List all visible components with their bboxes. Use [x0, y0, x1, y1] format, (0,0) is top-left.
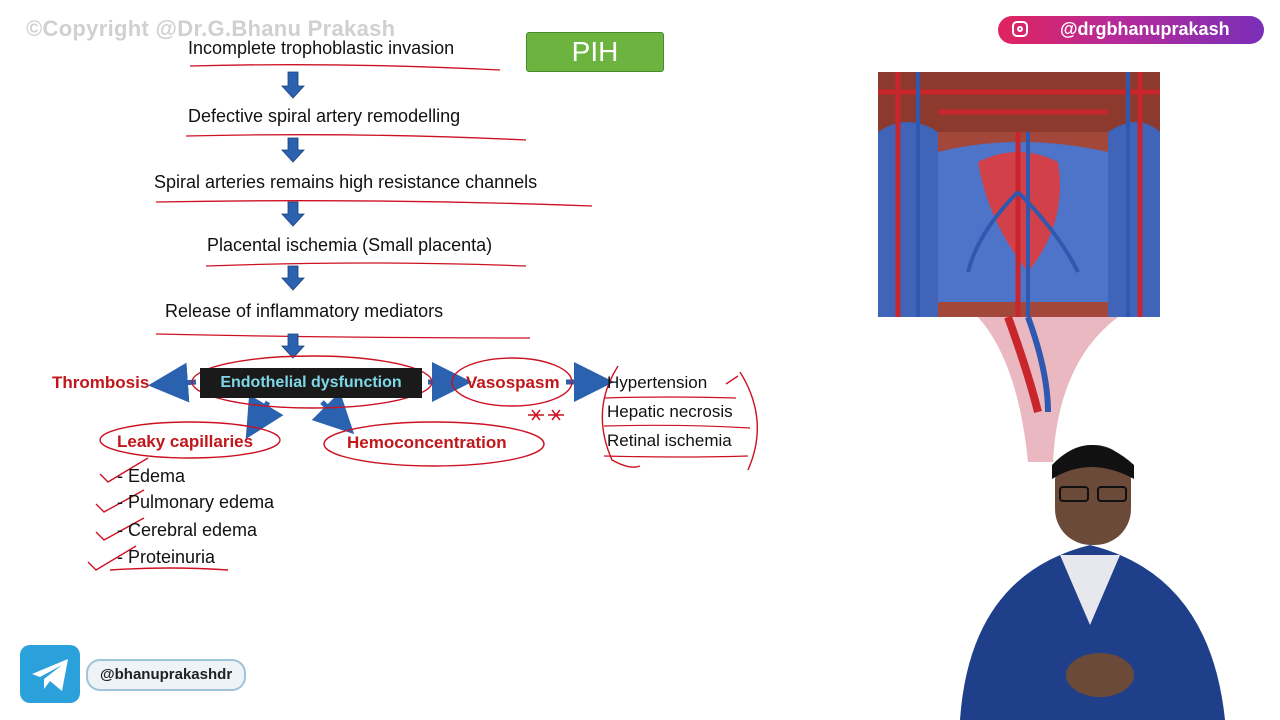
down-arrow-3	[281, 201, 305, 227]
down-arrow-2	[281, 137, 305, 163]
underline-1	[189, 64, 501, 71]
instagram-handle: @drgbhanuprakash	[1060, 19, 1230, 39]
underline-3	[155, 200, 593, 207]
leaky-effect-cerebral-edema: - Cerebral edema	[117, 520, 258, 540]
presenter-video	[960, 445, 1225, 720]
pih-title-badge: PIH	[526, 32, 664, 72]
down-arrow-4	[281, 265, 305, 291]
check-edema	[99, 457, 149, 483]
step-high-resistance: Spiral arteries remains high resistance …	[154, 172, 538, 192]
step-placental-ischemia: Placental ischemia (Small placenta)	[207, 235, 493, 255]
underline-4	[205, 262, 527, 267]
underline-2	[185, 134, 527, 141]
effect-hypertension: Hypertension	[607, 373, 708, 392]
check-proteinuria	[87, 545, 137, 571]
node-endothelial-dysfunction: Endothelial dysfunction	[200, 368, 422, 398]
bracket-right	[739, 371, 758, 471]
telegram-badge[interactable]: @bhanuprakashdr	[20, 645, 247, 703]
effect-retinal-ischemia: Retinal ischemia	[607, 431, 732, 450]
copyright-watermark: ©Copyright @Dr.G.Bhanu Prakash	[26, 16, 396, 41]
step-inflammatory-mediators: Release of inflammatory mediators	[165, 301, 444, 321]
instagram-icon	[1012, 21, 1028, 37]
circle-endothelial	[191, 355, 433, 409]
arrow-to-leaky	[245, 394, 284, 440]
bracket-left	[601, 365, 641, 468]
node-thrombosis: Thrombosis	[52, 373, 150, 392]
underline-5	[155, 333, 531, 339]
circle-vasospasm	[451, 357, 573, 407]
check-pulmonary	[95, 489, 145, 513]
instagram-badge[interactable]: @drgbhanuprakash	[998, 16, 1264, 44]
check-cerebral	[95, 517, 145, 541]
step-defective-remodelling: Defective spiral artery remodelling	[188, 106, 461, 126]
step-incomplete-invasion: Incomplete trophoblastic invasion	[188, 38, 455, 58]
telegram-handle: @bhanuprakashdr	[86, 659, 247, 691]
down-arrow-1	[281, 71, 305, 99]
node-leaky-capillaries: Leaky capillaries	[117, 432, 254, 451]
leaky-effect-edema: - Edema	[117, 466, 186, 486]
placenta-illustration	[878, 72, 1160, 462]
leaky-effect-pulmonary-edema: - Pulmonary edema	[117, 492, 275, 512]
star-2	[548, 409, 564, 421]
telegram-icon	[20, 645, 80, 703]
arrow-to-hemo	[311, 391, 355, 435]
circle-hemo	[323, 421, 545, 467]
star-1	[528, 409, 544, 421]
leaky-effect-proteinuria: - Proteinuria	[117, 547, 216, 567]
down-arrow-5	[281, 333, 305, 359]
node-hemoconcentration: Hemoconcentration	[347, 433, 507, 452]
effect-hepatic-necrosis: Hepatic necrosis	[607, 402, 733, 421]
check-hypertension	[725, 375, 739, 385]
node-vasospasm: Vasospasm	[466, 373, 560, 392]
circle-leaky	[99, 421, 281, 459]
